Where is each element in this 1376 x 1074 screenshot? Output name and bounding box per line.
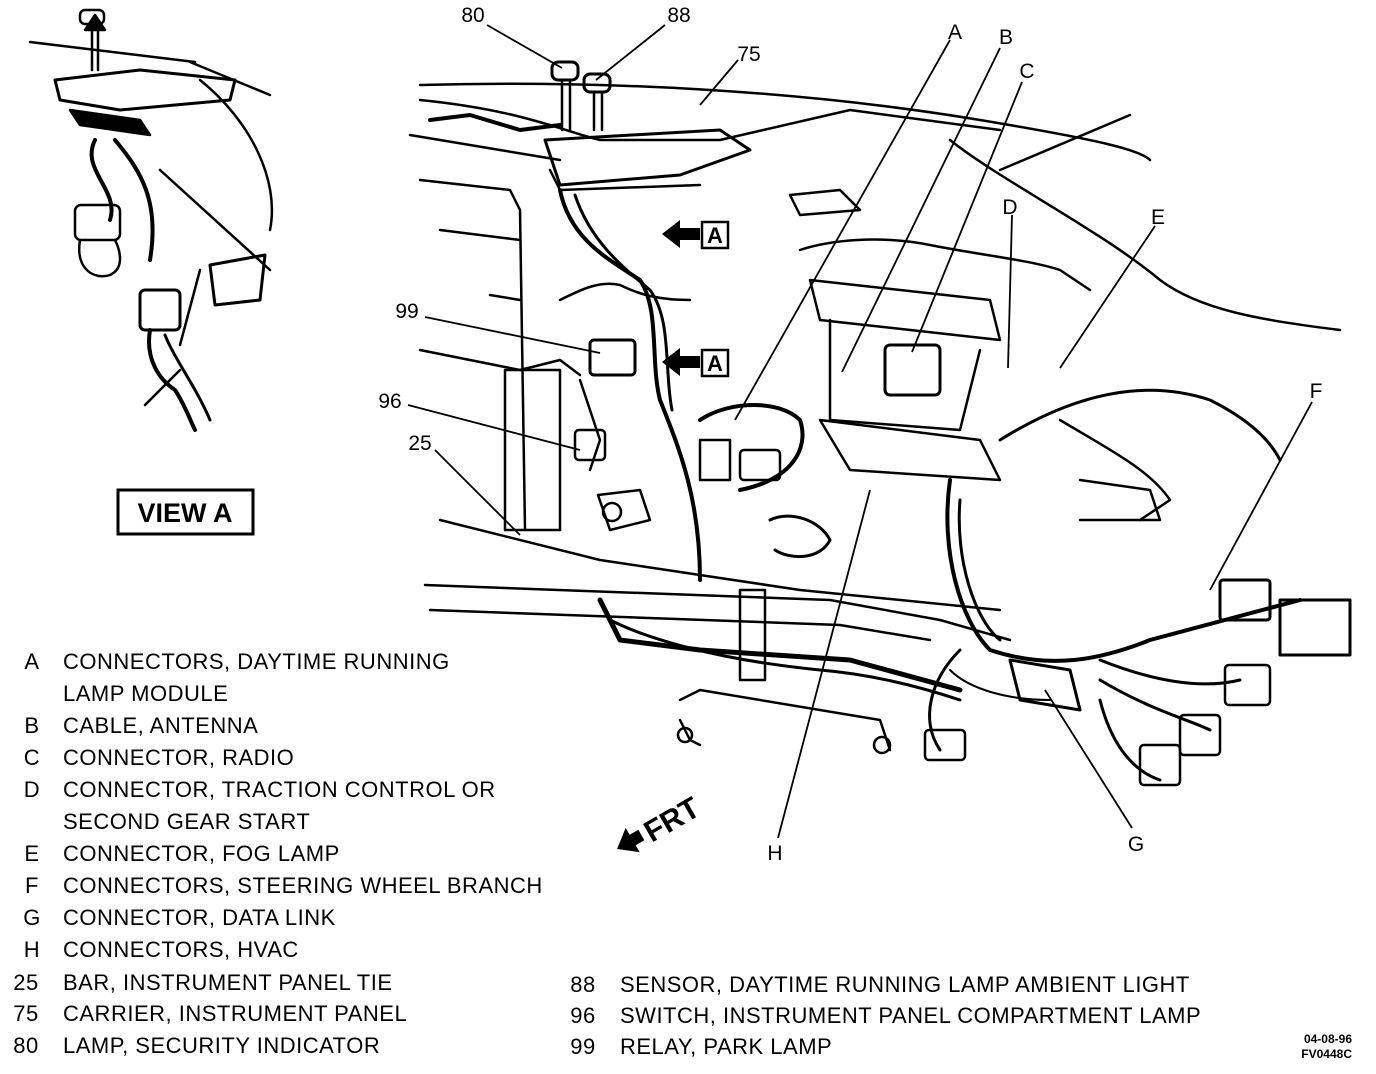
legend-item: G CONNECTOR, DATA LINK — [23, 905, 336, 930]
legend-item: LAMP MODULE — [63, 681, 228, 706]
svg-text:CABLE, ANTENNA: CABLE, ANTENNA — [63, 713, 258, 738]
callout-E: E — [1151, 206, 1165, 229]
svg-text:LAMP, SECURITY INDICATOR: LAMP, SECURITY INDICATOR — [63, 1033, 380, 1058]
svg-text:G: G — [23, 905, 41, 930]
svg-text:SENSOR, DAYTIME RUNNING LAMP A: SENSOR, DAYTIME RUNNING LAMP AMBIENT LIG… — [620, 972, 1190, 997]
svg-text:FRT: FRT — [639, 791, 706, 849]
front-arrow: FRT — [617, 791, 706, 853]
legend-item: F CONNECTORS, STEERING WHEEL BRANCH — [25, 873, 543, 898]
legend-item: E CONNECTOR, FOG LAMP — [24, 841, 339, 866]
view-a-ref-arrow-lower: A — [662, 348, 730, 378]
legend-item: D CONNECTOR, TRACTION CONTROL OR — [24, 777, 496, 802]
svg-text:SWITCH, INSTRUMENT PANEL COMPA: SWITCH, INSTRUMENT PANEL COMPARTMENT LAM… — [620, 1003, 1201, 1028]
callout-F: F — [1310, 380, 1323, 403]
svg-text:25: 25 — [13, 970, 38, 995]
svg-text:LAMP MODULE: LAMP MODULE — [63, 681, 228, 706]
svg-text:CONNECTORS, HVAC: CONNECTORS, HVAC — [63, 937, 299, 962]
svg-text:B: B — [24, 713, 39, 738]
legend-left: A CONNECTORS, DAYTIME RUNNING LAMP MODUL… — [13, 649, 543, 1058]
callout-75: 75 — [737, 43, 760, 66]
legend-item: 96 SWITCH, INSTRUMENT PANEL COMPARTMENT … — [570, 1003, 1201, 1028]
svg-text:H: H — [24, 937, 40, 962]
callout-G: G — [1128, 833, 1144, 856]
view-a-inset-drawing — [28, 8, 274, 432]
view-a-ref-arrow-upper: A — [662, 220, 730, 250]
legend-right: 88 SENSOR, DAYTIME RUNNING LAMP AMBIENT … — [570, 972, 1201, 1059]
svg-text:75: 75 — [13, 1001, 38, 1026]
legend-item: SECOND GEAR START — [63, 809, 310, 834]
view-a-label-box — [116, 488, 255, 536]
svg-text:CARRIER, INSTRUMENT PANEL: CARRIER, INSTRUMENT PANEL — [63, 1001, 407, 1026]
callout-H: H — [767, 842, 782, 865]
callout-C: C — [1019, 60, 1034, 83]
svg-text:96: 96 — [570, 1003, 595, 1028]
svg-text:BAR, INSTRUMENT PANEL TIE: BAR, INSTRUMENT PANEL TIE — [63, 970, 393, 995]
svg-text:CONNECTORS, DAYTIME RUNNING: CONNECTORS, DAYTIME RUNNING — [63, 649, 450, 674]
svg-text:CONNECTORS, STEERING WHEEL BRA: CONNECTORS, STEERING WHEEL BRANCH — [63, 873, 543, 898]
legend-item: A CONNECTORS, DAYTIME RUNNING — [24, 649, 449, 674]
callout-A: A — [948, 21, 962, 44]
callout-96: 96 — [378, 390, 401, 413]
svg-text:CONNECTOR, FOG LAMP: CONNECTOR, FOG LAMP — [63, 841, 340, 866]
svg-text:CONNECTOR, RADIO: CONNECTOR, RADIO — [63, 745, 294, 770]
legend-item: 25 BAR, INSTRUMENT PANEL TIE — [13, 970, 392, 995]
svg-text:99: 99 — [570, 1034, 595, 1059]
callout-25: 25 — [408, 432, 431, 455]
svg-text:D: D — [24, 777, 40, 802]
instrument-panel-drawing — [408, 60, 1352, 787]
svg-text:E: E — [24, 841, 39, 866]
legend-item: 80 LAMP, SECURITY INDICATOR — [13, 1033, 380, 1058]
svg-text:88: 88 — [570, 972, 595, 997]
legend-item: 75 CARRIER, INSTRUMENT PANEL — [13, 1001, 407, 1026]
image-date-code: 04-08-96 — [1304, 1032, 1352, 1046]
callout-B: B — [999, 26, 1013, 49]
svg-text:A: A — [707, 223, 723, 248]
legend-item: 99 RELAY, PARK LAMP — [570, 1034, 832, 1059]
svg-text:80: 80 — [13, 1033, 38, 1058]
callout-80: 80 — [461, 4, 484, 27]
svg-text:A: A — [707, 351, 723, 376]
callout-99: 99 — [395, 300, 418, 323]
svg-text:CONNECTOR, DATA LINK: CONNECTOR, DATA LINK — [63, 905, 336, 930]
view-a-label: VIEW A — [137, 498, 232, 528]
svg-text:C: C — [24, 745, 40, 770]
legend-item: H CONNECTORS, HVAC — [24, 937, 299, 962]
legend-item: B CABLE, ANTENNA — [24, 713, 258, 738]
leader-lines — [407, 24, 1313, 839]
legend-item: 88 SENSOR, DAYTIME RUNNING LAMP AMBIENT … — [570, 972, 1190, 997]
svg-text:F: F — [25, 873, 39, 898]
legend-item: C CONNECTOR, RADIO — [24, 745, 294, 770]
svg-text:SECOND GEAR START: SECOND GEAR START — [63, 809, 310, 834]
svg-text:RELAY, PARK LAMP: RELAY, PARK LAMP — [620, 1034, 832, 1059]
image-figure-code: FV0448C — [1301, 1047, 1352, 1061]
svg-text:A: A — [24, 649, 39, 674]
callout-D: D — [1002, 196, 1017, 219]
svg-text:CONNECTOR, TRACTION CONTROL OR: CONNECTOR, TRACTION CONTROL OR — [63, 777, 496, 802]
callout-88: 88 — [667, 4, 690, 27]
